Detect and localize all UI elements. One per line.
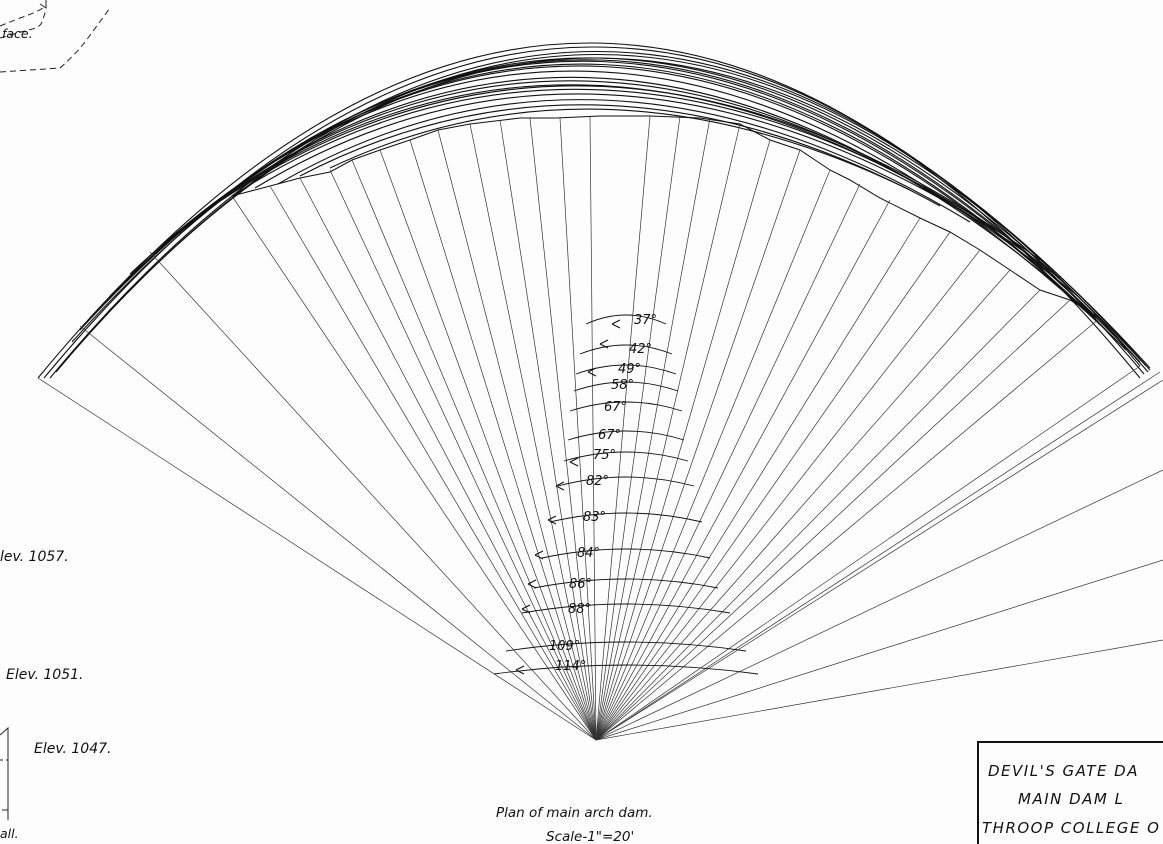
angle-label: 37°	[634, 313, 657, 328]
radial-line	[595, 639, 1163, 741]
elevation-label: Elev. 1051.	[6, 667, 83, 683]
angle-arc	[541, 548, 711, 559]
radial-line	[595, 249, 981, 741]
angle-arc	[533, 578, 719, 589]
angle-label: 42°	[629, 342, 652, 357]
radial-line	[231, 195, 597, 741]
angle-arc	[505, 641, 747, 652]
arch-curves	[37, 42, 1151, 379]
angle-label: 88°	[568, 602, 591, 617]
elevation-sketch	[0, 726, 9, 820]
angle-arc	[493, 664, 759, 675]
title-line-2: MAIN DAM L	[1018, 790, 1125, 808]
angle-arc	[579, 344, 673, 355]
radial-line	[595, 231, 951, 741]
radial-line	[595, 371, 1161, 741]
radial-line	[149, 251, 597, 741]
radial-line	[595, 379, 1163, 741]
upstream-face-label: face.	[2, 26, 33, 41]
radial-line	[589, 115, 597, 741]
radial-line	[409, 139, 597, 741]
radial-lines	[37, 115, 1163, 741]
angle-label: 109°	[549, 639, 580, 654]
radial-line	[529, 117, 597, 741]
radial-line	[595, 115, 651, 741]
radial-line	[79, 325, 597, 741]
angle-label: 58°	[611, 378, 634, 393]
radial-line	[595, 123, 741, 741]
angle-label: 114°	[555, 659, 586, 674]
radial-line	[595, 365, 1141, 741]
elevation-label: Elev. 1047.	[34, 741, 111, 757]
radial-line	[559, 117, 597, 741]
angle-label: 75°	[593, 448, 616, 463]
angle-arc	[573, 381, 679, 392]
drawing-caption: Plan of main arch dam.	[496, 805, 653, 821]
radial-line	[595, 217, 921, 741]
title-line-1: DEVIL'S GATE DA	[988, 762, 1139, 780]
radial-line	[595, 559, 1163, 741]
radial-line	[595, 169, 831, 741]
radial-line	[437, 129, 597, 741]
radial-line	[469, 123, 597, 741]
radial-line	[351, 159, 597, 741]
title-block-border	[977, 741, 1163, 844]
angle-arc	[563, 451, 689, 462]
wall-label: all.	[0, 826, 19, 841]
radial-line	[595, 183, 861, 741]
angle-arc	[569, 401, 683, 412]
angle-arc	[567, 430, 685, 441]
radial-line	[595, 289, 1041, 741]
angle-arc	[521, 603, 731, 614]
drawing-scale: Scale-1"=20'	[546, 829, 634, 844]
elevation-label: lev. 1057.	[0, 549, 69, 565]
angle-label: 86°	[569, 577, 592, 592]
angle-labels: 37° 42° 49° 58° 67° 67° 75° 82° 83° 84° …	[549, 313, 657, 674]
rock-profile-line	[231, 115, 1141, 367]
angle-label: 82°	[586, 474, 609, 489]
angle-label: 49°	[618, 362, 641, 377]
angle-arc	[575, 364, 677, 375]
angle-label: 67°	[598, 428, 621, 443]
angle-arc	[549, 512, 703, 523]
radial-line	[379, 149, 597, 741]
radial-line	[499, 119, 597, 741]
arc-arrowheads	[515, 319, 621, 675]
radial-line	[595, 149, 801, 741]
title-line-3: THROOP COLLEGE O	[982, 819, 1160, 837]
radial-line	[595, 269, 1011, 741]
angle-arc	[557, 476, 695, 487]
radial-line	[595, 117, 711, 741]
radial-line	[595, 199, 891, 741]
radial-line	[595, 299, 1071, 741]
radial-line	[269, 185, 597, 741]
angle-label: 83°	[583, 510, 606, 525]
angle-arcs	[493, 314, 759, 675]
radial-line	[37, 377, 597, 741]
contour-sketch	[0, 0, 111, 73]
radial-line	[595, 317, 1101, 741]
angle-label: 67°	[604, 400, 627, 415]
angle-label: 84°	[577, 546, 600, 561]
title-block: DEVIL'S GATE DA MAIN DAM L THROOP COLLEG…	[977, 741, 1163, 844]
radial-line	[329, 169, 597, 741]
angle-arc	[585, 314, 667, 325]
radial-line	[595, 469, 1163, 741]
radial-line	[595, 115, 681, 741]
